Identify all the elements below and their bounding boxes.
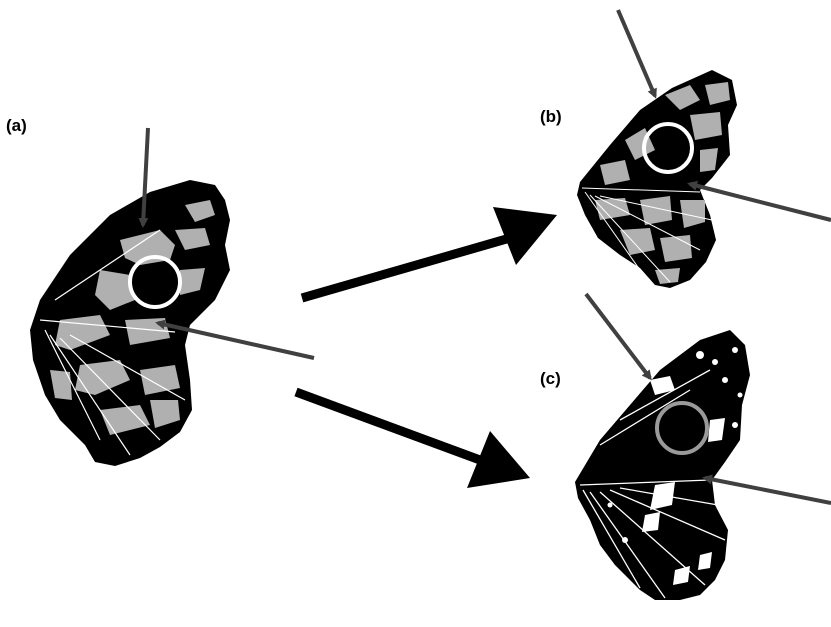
panel-label-b: (b) — [540, 107, 562, 126]
pointer-arrow-c-right — [705, 478, 831, 503]
panel-label-a: (a) — [6, 116, 27, 135]
pointer-arrow-c-top — [586, 294, 650, 378]
panel-label-c: (c) — [540, 369, 561, 388]
panel-b: (b) — [540, 10, 831, 288]
wing-c — [575, 330, 750, 600]
panel-a: (a) — [6, 116, 314, 466]
pointer-arrow-b-top — [618, 10, 655, 96]
transition-arrow-to-b — [302, 207, 557, 298]
transition-arrow-to-c — [296, 392, 530, 488]
panel-c: (c) — [540, 294, 831, 600]
pointer-arrow-b-right — [690, 184, 831, 220]
